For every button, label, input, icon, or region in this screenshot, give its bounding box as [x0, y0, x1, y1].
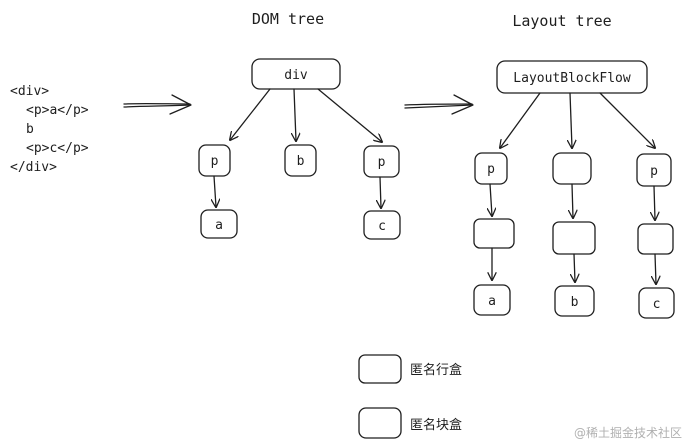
- layout-edge: [574, 253, 575, 282]
- anonymous-block-box: [552, 152, 592, 185]
- code-line: <div>: [10, 84, 49, 99]
- dom-node-label: div: [284, 68, 308, 83]
- legend: 匿名行盒 匿名块盒: [358, 354, 462, 439]
- layout-node-label: b: [571, 295, 579, 310]
- layout-tree-title: Layout tree: [512, 12, 611, 30]
- dom-edge: [317, 88, 382, 142]
- layout-node-text-b: [554, 285, 595, 317]
- dom-node-b: [284, 144, 317, 177]
- code-line: b: [26, 122, 34, 137]
- layout-node-p: [636, 153, 672, 187]
- layout-edge: [654, 185, 655, 220]
- layout-node-text-c: [638, 287, 675, 319]
- code-line: </div>: [10, 160, 57, 175]
- dom-node-label: a: [215, 218, 223, 233]
- legend-swatch-anonymous-inline: [358, 354, 402, 384]
- dom-node-label: p: [378, 155, 386, 170]
- legend-swatch-anonymous-block: [358, 407, 402, 439]
- layout-tree: LayoutBlockFlow p p a b c: [473, 60, 675, 319]
- layout-edge: [500, 92, 541, 148]
- layout-edge: [490, 183, 492, 216]
- layout-node-text-a: [473, 284, 511, 316]
- layout-edge: [572, 183, 573, 218]
- watermark: @稀土掘金技术社区: [574, 425, 682, 440]
- dom-node-p: [363, 145, 400, 178]
- dom-edge: [380, 176, 381, 208]
- dom-edge: [294, 88, 296, 141]
- layout-node-root: [496, 60, 648, 94]
- legend-label: 匿名块盒: [410, 417, 462, 433]
- layout-edge: [599, 92, 655, 148]
- dom-edge: [230, 88, 271, 140]
- layout-edge: [655, 253, 656, 284]
- anonymous-inline-box: [552, 221, 596, 255]
- dom-node-text-c: [363, 210, 401, 240]
- dom-node-text-a: [200, 209, 238, 239]
- layout-node-label: c: [653, 297, 661, 312]
- legend-label: 匿名行盒: [410, 362, 462, 378]
- dom-node-p: [198, 144, 231, 177]
- dom-node-label: c: [378, 219, 386, 234]
- layout-node-label: LayoutBlockFlow: [513, 71, 631, 86]
- code-line: <p>c</p>: [26, 141, 89, 156]
- layout-node-p: [474, 152, 508, 185]
- dom-to-layout-arrow: [404, 94, 474, 115]
- layout-node-label: p: [487, 162, 495, 177]
- dom-node-label: p: [211, 154, 219, 169]
- anonymous-inline-box: [473, 218, 515, 249]
- layout-node-label: a: [488, 294, 496, 309]
- dom-tree: div p b p a c: [198, 58, 401, 240]
- dom-node-label: b: [297, 154, 305, 169]
- anonymous-inline-box: [637, 223, 674, 255]
- layout-edge: [570, 92, 572, 148]
- code-line: <p>a</p>: [26, 103, 89, 118]
- dom-edge: [214, 175, 216, 207]
- source-code: <div> <p>a</p> b <p>c</p> </div>: [10, 84, 89, 175]
- dom-node-div: [251, 58, 341, 90]
- layout-node-label: p: [650, 164, 658, 179]
- code-to-dom-arrow: [123, 94, 192, 115]
- dom-tree-title: DOM tree: [252, 10, 324, 28]
